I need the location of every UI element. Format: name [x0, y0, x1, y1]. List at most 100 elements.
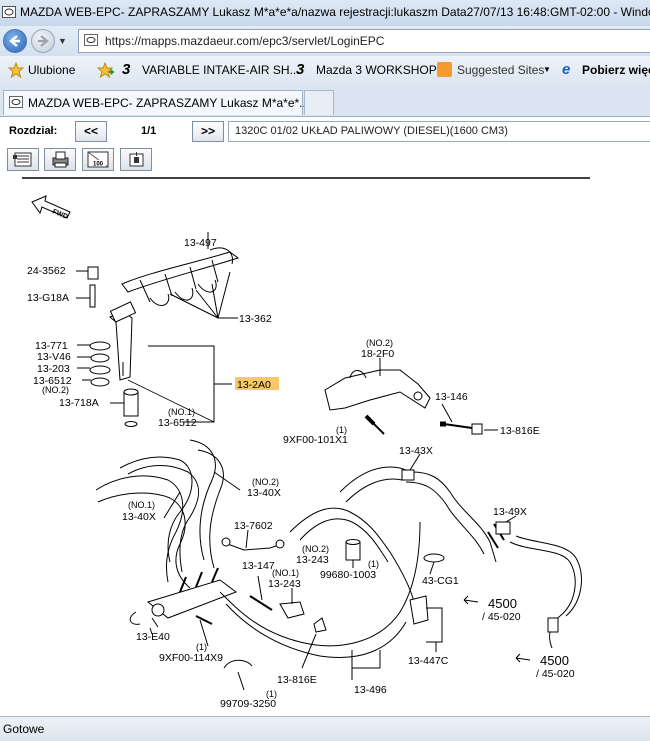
- parts-list-button[interactable]: [7, 148, 39, 171]
- part-label[interactable]: 13-146: [435, 391, 468, 403]
- part-label[interactable]: 13-718A: [59, 397, 99, 409]
- part-label[interactable]: 13-243: [296, 554, 329, 566]
- part-label[interactable]: 13-203: [37, 363, 70, 375]
- part-note: (1): [196, 642, 207, 652]
- tab-bar: MAZDA WEB-EPC- ZAPRASZAMY Lukasz M*a*e*.…: [0, 86, 650, 116]
- parts-diagram: FWD: [0, 172, 650, 716]
- part-note: (1): [336, 425, 347, 435]
- section-title: 1320C 01/02 UKŁAD PALIWOWY (DIESEL)(1600…: [235, 125, 508, 137]
- mazda-3-icon: 3: [296, 61, 305, 78]
- mazda-favicon-icon: [2, 6, 16, 18]
- section-title-box: 1320C 01/02 UKŁAD PALIWOWY (DIESEL)(1600…: [228, 121, 650, 142]
- suggested-sites-label: Suggested Sites: [457, 63, 545, 77]
- navigation-bar: ▼ https://mapps.mazdaeur.com/epc3/servle…: [0, 26, 650, 56]
- favorites-label: Ulubione: [28, 63, 76, 77]
- part-label[interactable]: 13-243: [268, 578, 301, 590]
- suggested-sites-menu[interactable]: Suggested Sites ▼: [437, 56, 557, 86]
- favorites-button[interactable]: Ulubione: [8, 56, 84, 86]
- forward-arrow-icon: [38, 35, 49, 47]
- parts-list-icon: [13, 152, 32, 167]
- back-button[interactable]: [3, 29, 27, 53]
- tab-mazda-epc[interactable]: MAZDA WEB-EPC- ZAPRASZAMY Lukasz M*a*e*.…: [3, 90, 309, 115]
- part-label[interactable]: 99709-3250: [220, 698, 276, 710]
- part-label[interactable]: 24-3562: [27, 265, 66, 277]
- part-label[interactable]: 13-49X: [493, 506, 527, 518]
- part-label[interactable]: 13-6512: [158, 417, 197, 429]
- history-dropdown-icon[interactable]: ▼: [58, 36, 67, 46]
- highlight-box: [235, 377, 279, 390]
- part-label[interactable]: 13-771: [35, 340, 68, 352]
- part-label[interactable]: 13-816E: [500, 425, 540, 437]
- part-label[interactable]: 13-40X: [247, 487, 281, 499]
- part-label[interactable]: 13-7602: [234, 520, 273, 532]
- zoom-100-button[interactable]: 100: [82, 148, 114, 171]
- tab-label: MAZDA WEB-EPC- ZAPRASZAMY Lukasz M*a*e*.…: [28, 96, 310, 110]
- part-label[interactable]: 18-2F0: [361, 348, 394, 360]
- page-icon: [84, 34, 98, 46]
- favorites-bar: Ulubione 3 VARIABLE INTAKE-AIR SH... 3 M…: [0, 56, 650, 87]
- part-label[interactable]: 13-447C: [408, 655, 449, 667]
- part-note: (NO.1): [272, 568, 299, 578]
- part-label[interactable]: 99680-1003: [320, 569, 376, 581]
- part-label[interactable]: 13-6512: [33, 375, 72, 387]
- part-label[interactable]: 13-E40: [136, 631, 170, 643]
- new-tab-button[interactable]: [304, 90, 334, 115]
- part-ref: / 45-020: [536, 668, 575, 680]
- address-bar[interactable]: https://mapps.mazdaeur.com/epc3/servlet/…: [78, 29, 650, 53]
- printer-icon: [52, 151, 69, 168]
- favorite-link-label: VARIABLE INTAKE-AIR SH...: [142, 63, 300, 77]
- favorite-link-label: Mazda 3 WORKSHOP: [316, 63, 437, 77]
- part-note: (NO.2): [302, 544, 329, 554]
- previous-page-button[interactable]: <<: [75, 121, 107, 142]
- part-note: (1): [368, 559, 379, 569]
- add-favorite-icon[interactable]: [97, 62, 115, 78]
- favorite-link-download[interactable]: e Pobierz więc: [562, 56, 650, 86]
- part-note: (NO.2): [252, 477, 279, 487]
- part-label[interactable]: 13-497: [184, 237, 217, 249]
- part-label[interactable]: 13-43X: [399, 445, 433, 457]
- part-label[interactable]: 4500: [540, 653, 569, 668]
- fwd-arrow: FWD: [31, 195, 71, 221]
- part-label[interactable]: 13-362: [239, 313, 272, 325]
- epc-toolbar: Rozdział: << 1/1 >> 1320C 01/02 UKŁAD PA…: [0, 116, 650, 173]
- favorite-link-mazda-workshop[interactable]: 3 Mazda 3 WORKSHOP: [296, 56, 437, 86]
- part-label[interactable]: 13-40X: [122, 511, 156, 523]
- part-label[interactable]: 9XF00-114X9: [159, 652, 223, 664]
- part-ref: / 45-020: [482, 611, 521, 623]
- mazda-3-icon: 3: [122, 61, 131, 78]
- part-note: (NO.1): [128, 500, 155, 510]
- part-label[interactable]: 13-816E: [277, 674, 317, 686]
- back-arrow-icon: [9, 35, 20, 47]
- status-bar: Gotowe: [0, 716, 650, 741]
- chevron-down-icon: ▼: [543, 65, 551, 74]
- page-indicator: 1/1: [141, 125, 157, 137]
- part-label[interactable]: 13-147: [242, 560, 275, 572]
- fuel-system-illustration: FWD: [22, 177, 590, 710]
- part-label[interactable]: 9XF00-101X1: [283, 434, 348, 446]
- add-to-cart-icon: [129, 152, 144, 167]
- part-label[interactable]: 13-496: [354, 684, 387, 696]
- part-note: (1): [266, 689, 277, 699]
- star-icon: [8, 62, 24, 78]
- section-label: Rozdział:: [9, 125, 58, 137]
- next-page-button[interactable]: >>: [192, 121, 224, 142]
- status-text: Gotowe: [3, 722, 45, 736]
- favorite-link-label: Pobierz więc: [582, 63, 650, 77]
- part-label-highlighted[interactable]: 13-2A0: [237, 379, 271, 391]
- zoom-100-icon: 100: [87, 151, 109, 168]
- part-label[interactable]: 4500: [488, 596, 517, 611]
- favorite-link-variable-intake[interactable]: 3 VARIABLE INTAKE-AIR SH...: [122, 56, 300, 86]
- window-title: MAZDA WEB-EPC- ZAPRASZAMY Lukasz M*a*e*a…: [20, 5, 650, 19]
- ie-icon: e: [562, 61, 571, 78]
- part-label[interactable]: 43-CG1: [422, 575, 459, 587]
- forward-button[interactable]: [31, 29, 55, 53]
- part-label[interactable]: 13-V46: [37, 351, 71, 363]
- window-title-bar: MAZDA WEB-EPC- ZAPRASZAMY Lukasz M*a*e*a…: [0, 0, 650, 26]
- part-label[interactable]: 13-G18A: [27, 292, 69, 304]
- print-button[interactable]: [44, 148, 76, 171]
- part-note: (NO.1): [168, 407, 195, 417]
- add-to-cart-button[interactable]: [120, 148, 152, 171]
- suggested-sites-icon: [437, 62, 452, 77]
- mazda-favicon-icon: [9, 96, 23, 108]
- svg-text:100: 100: [93, 162, 104, 168]
